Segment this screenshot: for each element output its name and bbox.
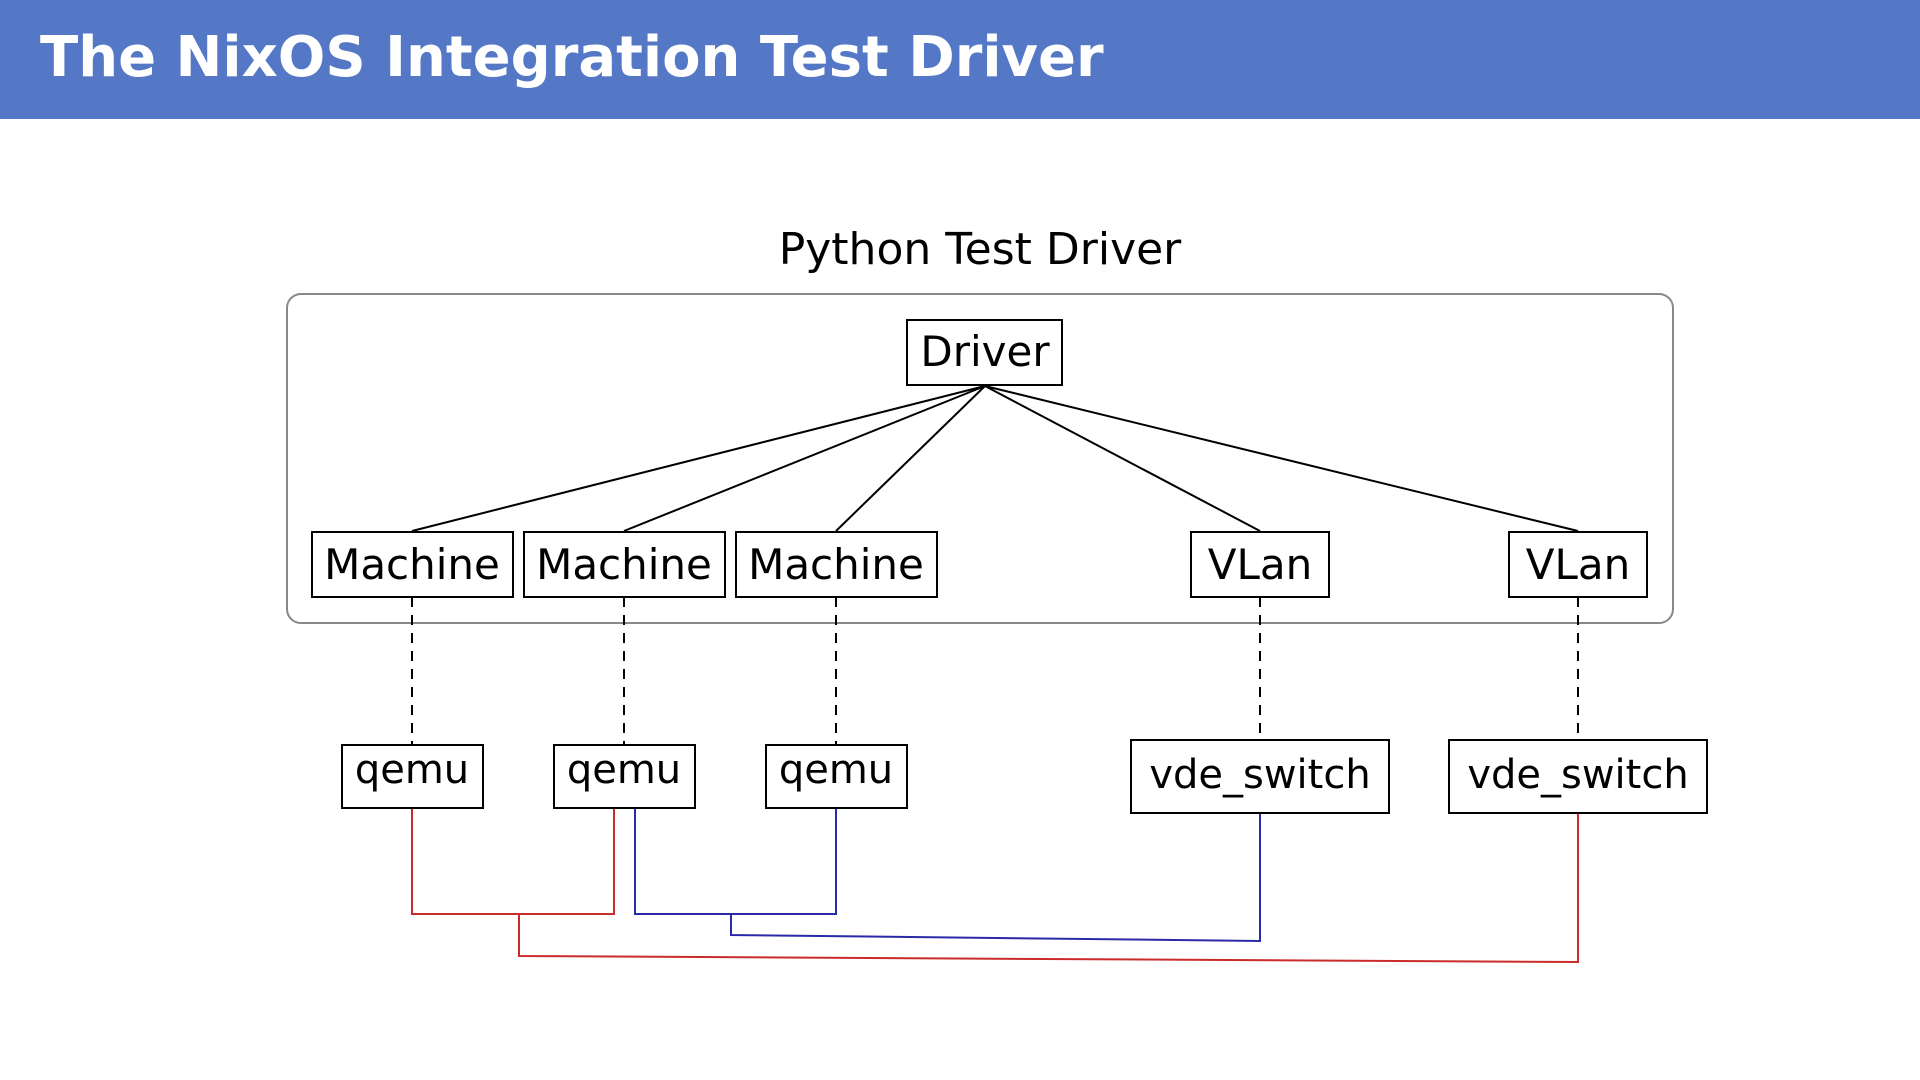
vde-switch-label: vde_switch [1467,752,1688,798]
red-wire-to-switch-2 [518,814,1579,964]
driver-node: Driver [906,319,1063,386]
machine-label: Machine [748,540,924,589]
vde-switch-node: vde_switch [1448,739,1708,814]
blue-network-wires [634,808,1261,943]
vlan-label: VLan [1526,540,1631,589]
machine-node: Machine [523,531,726,598]
vde-switch-label: vde_switch [1149,752,1370,798]
red-wire-qemu-1 [411,808,615,915]
python-test-driver-group [286,293,1674,624]
connector-driver-vlan-2 [984,385,1579,532]
machine-label: Machine [324,540,500,589]
qemu-node: qemu [765,744,908,809]
qemu-label: qemu [355,747,469,793]
qemu-label: qemu [567,747,681,793]
dashed-connectors [411,597,1579,744]
qemu-node: qemu [553,744,696,809]
red-network-wires [411,808,1579,964]
connector-driver-vlan-1 [984,385,1261,532]
machine-node: Machine [311,531,514,598]
driver-label: Driver [920,327,1050,376]
qemu-label: qemu [779,747,893,793]
vlan-node: VLan [1508,531,1648,598]
machine-label: Machine [536,540,712,589]
blue-wire-qemu-2-3 [634,808,837,915]
driver-connectors [411,385,1579,532]
header-bar: The NixOS Integration Test Driver [0,0,1920,119]
blue-wire-to-switch-1 [730,814,1261,943]
connector-driver-machine-1 [411,385,986,532]
connector-driver-machine-2 [623,385,986,532]
qemu-node: qemu [341,744,484,809]
slide-title: The NixOS Integration Test Driver [40,25,1104,90]
vde-switch-node: vde_switch [1130,739,1390,814]
group-label: Python Test Driver [779,224,1182,275]
machine-node: Machine [735,531,938,598]
vlan-node: VLan [1190,531,1330,598]
connector-driver-machine-3 [835,385,986,532]
vlan-label: VLan [1208,540,1313,589]
